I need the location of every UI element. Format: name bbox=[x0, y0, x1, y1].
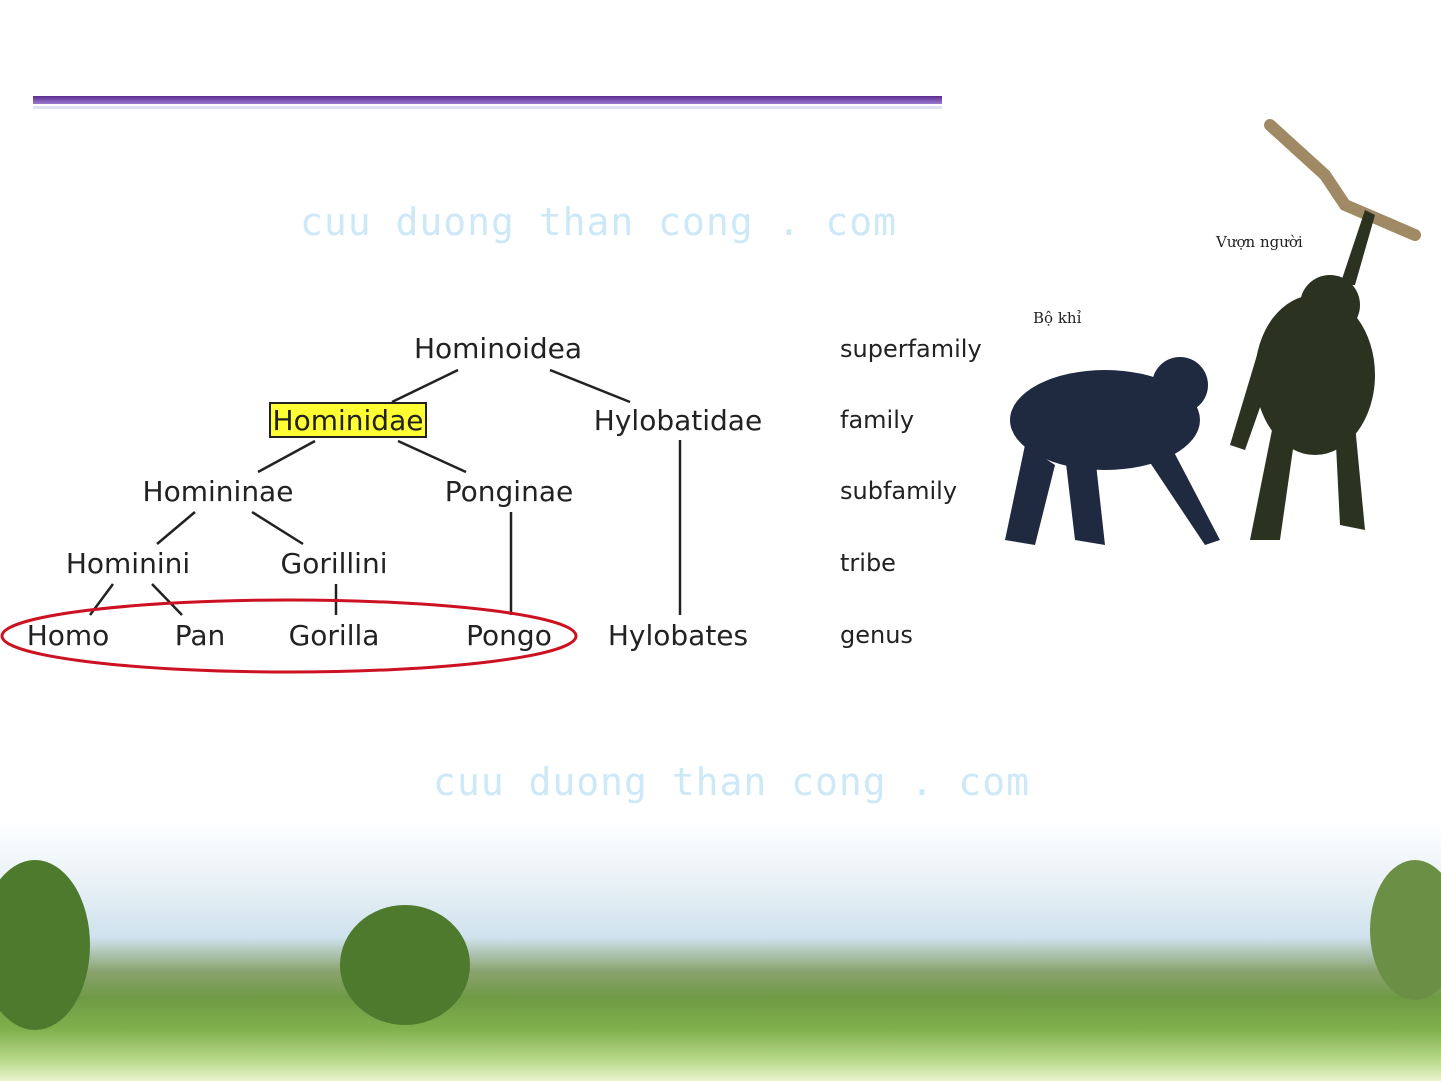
node-subfamily-1: Homininae bbox=[143, 475, 294, 508]
rank-label: tribe bbox=[840, 549, 896, 577]
highlight-box bbox=[269, 402, 427, 438]
node-genus: Gorilla bbox=[289, 619, 380, 652]
edge bbox=[549, 368, 631, 404]
edge bbox=[391, 368, 459, 404]
tree-image bbox=[0, 860, 90, 1030]
title-rule bbox=[33, 96, 942, 104]
tree-image bbox=[1370, 860, 1441, 1000]
rank-label: genus bbox=[840, 621, 913, 649]
node-genus: Hylobates bbox=[608, 619, 748, 652]
node-tribe-1: Hominini bbox=[66, 547, 190, 580]
rank-label: subfamily bbox=[840, 477, 957, 505]
node-subfamily-2: Ponginae bbox=[445, 475, 573, 508]
genus-circle bbox=[0, 598, 578, 674]
node-family-other: Hylobatidae bbox=[594, 404, 762, 437]
node-superfamily: Hominoidea bbox=[414, 332, 582, 365]
landscape-background bbox=[0, 820, 1441, 1081]
node-genus: Homo bbox=[27, 619, 110, 652]
node-tribe-2: Gorillini bbox=[281, 547, 388, 580]
edge bbox=[397, 439, 467, 474]
rank-label: family bbox=[840, 406, 914, 434]
ape-label: Vượn người bbox=[1216, 233, 1303, 251]
node-genus: Pan bbox=[175, 619, 226, 652]
watermark: cuu duong than cong . com bbox=[433, 760, 1030, 804]
edge bbox=[151, 583, 183, 616]
title-rule-shadow bbox=[33, 106, 942, 109]
tree-image bbox=[340, 905, 470, 1025]
node-family-highlighted: Hominidae bbox=[273, 404, 424, 437]
edge bbox=[251, 510, 304, 546]
rank-label: superfamily bbox=[840, 335, 982, 363]
edge bbox=[156, 511, 196, 545]
taxonomy-tree: Hominoidea Hominidae Hylobatidae Hominin… bbox=[0, 332, 982, 674]
edge bbox=[257, 439, 316, 474]
node-genus: Pongo bbox=[466, 619, 552, 652]
watermark: cuu duong than cong . com bbox=[300, 200, 897, 244]
apes-illustration bbox=[1005, 119, 1421, 545]
monkey-label: Bộ khỉ bbox=[1033, 309, 1082, 327]
